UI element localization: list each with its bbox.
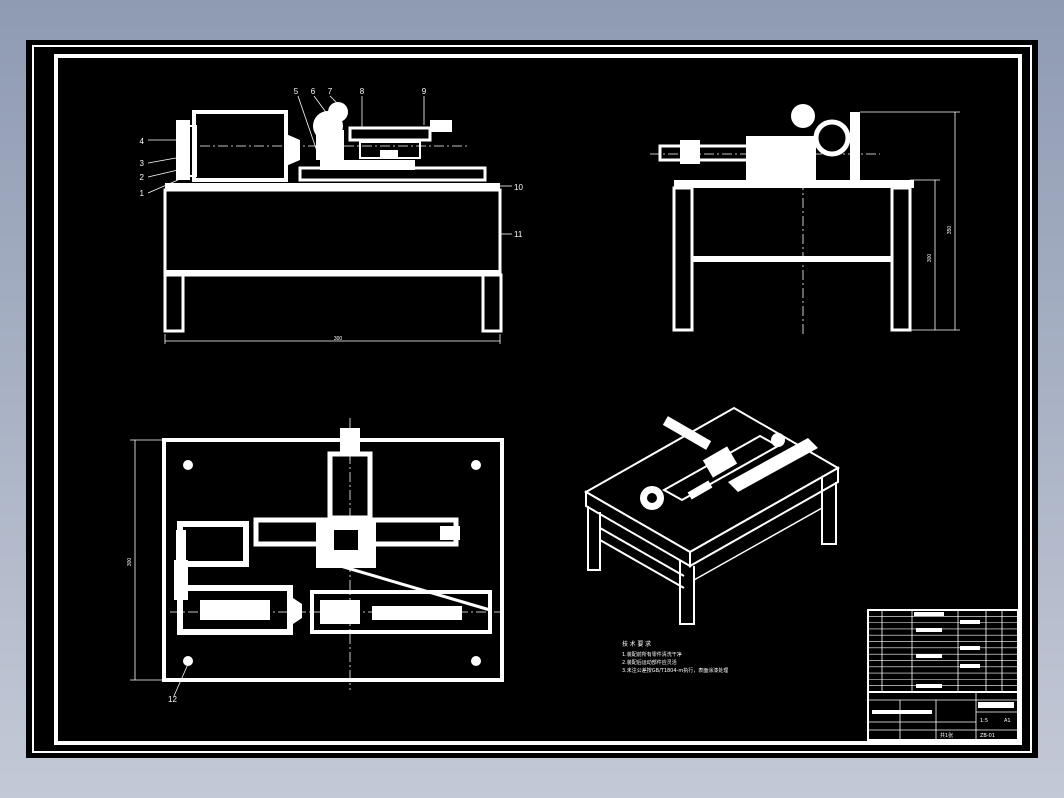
front-coupling bbox=[286, 134, 300, 166]
front-gear-top bbox=[328, 102, 348, 122]
bom-text-mark bbox=[914, 612, 944, 616]
title-text-mark bbox=[872, 710, 932, 714]
top-lower-motor-fill bbox=[200, 600, 270, 620]
side-motor-cap bbox=[791, 104, 815, 128]
side-rail bbox=[692, 256, 892, 262]
bom-text-mark bbox=[916, 654, 942, 658]
bom-text-mark bbox=[916, 628, 942, 632]
top-bolt-hole bbox=[471, 656, 481, 666]
front-table-top bbox=[165, 183, 500, 190]
title-drawing-no: ZB-01 bbox=[980, 733, 995, 739]
iso-rail bbox=[599, 527, 685, 577]
front-table-rail bbox=[165, 270, 500, 275]
top-bolt-hole bbox=[471, 460, 481, 470]
top-view[interactable]: 300 12 bbox=[127, 418, 504, 704]
callout-11: 11 bbox=[514, 230, 523, 239]
front-slide-block bbox=[320, 160, 415, 170]
title-scale: 1:5 bbox=[980, 718, 988, 724]
iso-rack bbox=[728, 438, 818, 492]
callout-9: 9 bbox=[422, 87, 427, 96]
bom-text-mark bbox=[960, 620, 980, 624]
top-bolt-hole bbox=[183, 656, 193, 666]
front-end-plate bbox=[176, 120, 190, 180]
front-spindle-tube bbox=[348, 126, 432, 142]
title-block-frame bbox=[867, 691, 1019, 741]
sheet-outer-border bbox=[32, 45, 1032, 753]
title-sheet: 共1张 bbox=[940, 732, 953, 739]
iso-arm bbox=[662, 416, 712, 450]
iso-table-side bbox=[689, 466, 839, 568]
callout-10: 10 bbox=[514, 183, 523, 192]
side-dim-outer: 350 bbox=[947, 226, 953, 235]
tech-note-line: 1.装配前所有零件清洗干净 bbox=[622, 651, 682, 658]
callout-8: 8 bbox=[360, 87, 365, 96]
side-gearbox bbox=[746, 136, 816, 180]
title-name-mark bbox=[978, 702, 1014, 708]
top-bolt-hole bbox=[183, 460, 193, 470]
front-width-dimension: 300 bbox=[164, 334, 501, 344]
side-height-dimensions: 350 300 bbox=[860, 111, 960, 331]
iso-block bbox=[687, 480, 713, 500]
side-dim-inner: 300 bbox=[927, 254, 933, 263]
tech-note-line: 2.装配后运动部件应灵活 bbox=[622, 659, 677, 666]
top-dim-text: 300 bbox=[127, 558, 133, 567]
side-pulley bbox=[813, 119, 851, 157]
front-view[interactable]: 4 3 2 1 5 6 7 8 9 10 11 bbox=[140, 87, 524, 344]
top-diagonal-link bbox=[319, 558, 491, 612]
iso-chuck-bore bbox=[647, 493, 657, 503]
isometric-view[interactable] bbox=[583, 406, 841, 625]
technical-notes: 技 术 要 求 1.装配前所有零件清洗干净 2.装配后运动部件应灵活 3.未注公… bbox=[622, 640, 728, 674]
front-flange bbox=[187, 125, 197, 177]
top-coupling bbox=[290, 596, 302, 626]
bom-text-mark bbox=[960, 646, 980, 650]
front-callouts-top: 5 6 7 8 9 bbox=[294, 87, 427, 161]
top-vertical-tool bbox=[340, 428, 360, 454]
top-motor-cap bbox=[176, 530, 186, 560]
iso-leg bbox=[679, 560, 695, 625]
bom-text-mark bbox=[960, 664, 980, 668]
front-tool-head bbox=[430, 120, 452, 132]
iso-leg bbox=[821, 478, 837, 545]
callout-12: 12 bbox=[168, 695, 177, 704]
callout-2: 2 bbox=[140, 173, 145, 182]
front-callouts-right: 10 11 bbox=[500, 183, 523, 239]
side-table-top bbox=[674, 180, 914, 188]
top-right-tool bbox=[440, 526, 460, 540]
tech-notes-heading: 技 术 要 求 bbox=[622, 640, 651, 648]
side-view[interactable]: 350 300 bbox=[650, 104, 960, 336]
bom-text-mark bbox=[916, 684, 942, 688]
sheet-inner-border bbox=[54, 54, 1022, 745]
top-lower-rod bbox=[372, 606, 462, 620]
callout-1: 1 bbox=[140, 189, 145, 198]
callout-12-leader bbox=[173, 663, 189, 697]
callout-6: 6 bbox=[311, 87, 316, 96]
top-center-cutout bbox=[334, 530, 358, 550]
iso-gear-head bbox=[702, 446, 738, 478]
front-leg-right bbox=[481, 273, 503, 333]
front-carriage-block bbox=[380, 150, 398, 158]
title-block[interactable]: 1:5 共1张 ZB-01 A1 bbox=[867, 691, 1019, 741]
callout-4: 4 bbox=[140, 137, 145, 146]
title-mark: A1 bbox=[1004, 718, 1011, 724]
top-height-dimension: 300 bbox=[127, 439, 164, 681]
width-dim-text: 300 bbox=[334, 336, 343, 342]
front-callouts-left: 4 3 2 1 bbox=[140, 137, 179, 198]
iso-motor bbox=[771, 433, 785, 447]
front-gear-body bbox=[316, 130, 344, 160]
front-leg-left bbox=[163, 273, 185, 333]
top-plate bbox=[162, 438, 504, 682]
callout-5: 5 bbox=[294, 87, 299, 96]
iso-rail bbox=[693, 507, 823, 581]
callout-7: 7 bbox=[328, 87, 333, 96]
callout-3: 3 bbox=[140, 159, 145, 168]
side-arm-block bbox=[680, 140, 700, 164]
iso-rail bbox=[599, 539, 685, 589]
tech-note-line: 3.未注公差按GB/T1804-m执行，表面涂漆处理 bbox=[622, 667, 728, 674]
side-upright bbox=[850, 112, 860, 180]
